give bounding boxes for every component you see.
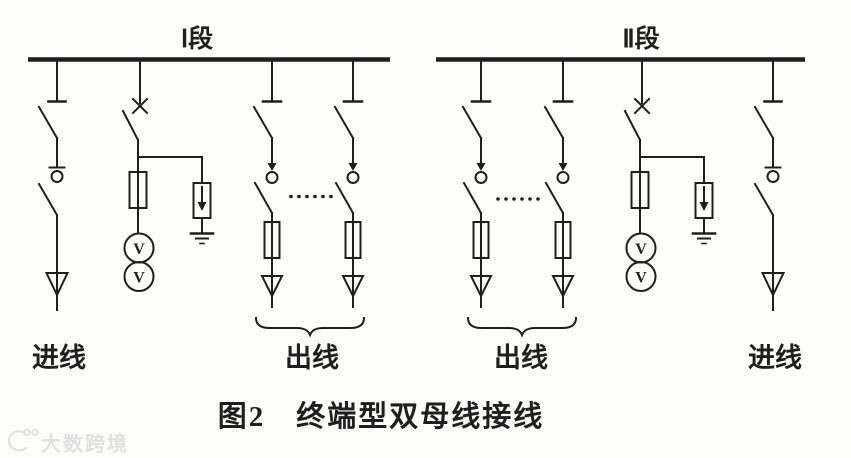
feeder-incoming-left [37, 57, 69, 312]
feeder-outgoing-left-1 [252, 57, 284, 309]
feeder-vt-arrester-right [623, 57, 717, 293]
label-incoming-left: 进线 [32, 343, 86, 373]
feeder-outgoing-right-1 [461, 57, 493, 309]
watermark-logo-icon [7, 430, 28, 452]
busbar-label-section-2: Ⅱ段 [622, 24, 659, 53]
feeder-outgoing-left-2 [333, 57, 365, 309]
figure-caption: 图2 终端型双母线接线 [218, 400, 545, 433]
feeder-incoming-right [753, 57, 785, 312]
watermark: 大数跨境 [7, 428, 129, 456]
label-outgoing-right: 出线 [494, 343, 548, 373]
label-incoming-right: 进线 [748, 343, 802, 373]
ellipsis-left [289, 194, 333, 199]
watermark-brand-text: 大数跨境 [41, 432, 129, 456]
watermark-logo-degree-dot [31, 428, 39, 437]
feeder-vt-arrester-left [121, 57, 215, 293]
outgoing-group-brace-right [467, 317, 577, 336]
feeder-outgoing-right-2 [543, 57, 575, 309]
busbar-label-section-1: Ⅰ段 [181, 24, 213, 53]
outgoing-group-brace-left [255, 317, 365, 336]
watermark-logo-degree-dot [23, 428, 31, 437]
ellipsis-right [496, 197, 540, 201]
label-outgoing-left: 出线 [285, 343, 339, 373]
